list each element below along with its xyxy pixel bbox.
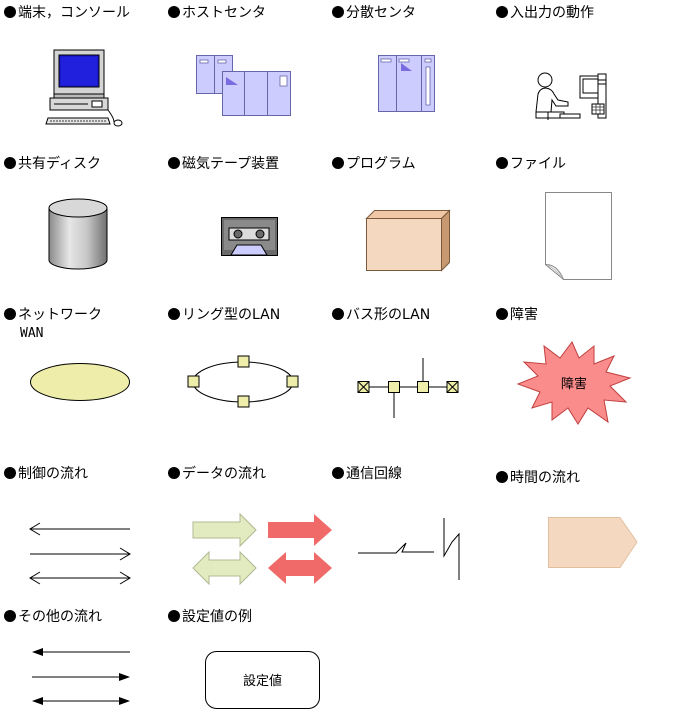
bullet-icon [4, 308, 16, 320]
bullet-icon [4, 157, 16, 169]
legend-shared-disk: 共有ディスク [4, 156, 101, 172]
distributed-center-icon [378, 55, 435, 112]
legend-comm-line: 通信回線 [332, 466, 402, 482]
bullet-icon [168, 467, 180, 479]
legend-network: ネットワーク [4, 307, 102, 323]
host-center-icon [196, 55, 291, 116]
terminal-console-icon [45, 49, 123, 127]
data-flow-arrows-icon [192, 512, 332, 586]
bullet-icon [168, 308, 180, 320]
time-flow-arrow-icon [548, 517, 638, 568]
network-wan-ellipse-icon [30, 363, 130, 401]
bullet-icon [332, 467, 344, 479]
legend-tape-device: 磁気テープ装置 [168, 156, 279, 172]
bullet-icon [4, 610, 16, 622]
setting-value-box-icon [205, 651, 320, 709]
legend-other-flow: その他の流れ [4, 609, 102, 625]
bullet-icon [332, 308, 344, 320]
bullet-icon [332, 157, 344, 169]
legend-time-flow: 時間の流れ [496, 470, 580, 486]
legend-host-center: ホストセンタ [168, 5, 266, 21]
bullet-icon [168, 6, 180, 18]
bullet-icon [496, 157, 508, 169]
legend-setting-example: 設定値の例 [168, 609, 252, 625]
person-operating-computer-icon [535, 72, 607, 120]
bullet-icon [332, 6, 344, 18]
legend-network-wan: WAN [20, 326, 44, 341]
legend-terminal: 端末，コンソール [4, 5, 130, 21]
legend-file: ファイル [496, 156, 566, 172]
bullet-icon [496, 471, 508, 483]
failure-badge-label: 障害 [560, 377, 587, 392]
other-flow-arrows-icon [32, 648, 130, 705]
bullet-icon [168, 610, 180, 622]
legend-data-flow: データの流れ [168, 466, 266, 482]
file-document-icon [545, 192, 612, 280]
setting-value-label: 設定値 [242, 674, 282, 689]
legend-failure: 障害 [496, 307, 538, 323]
magnetic-tape-icon [221, 217, 278, 256]
failure-burst-icon [516, 341, 632, 425]
ring-lan-icon [187, 355, 299, 408]
program-box-icon [365, 209, 451, 272]
legend-program: プログラム [332, 156, 416, 172]
bullet-icon [496, 6, 508, 18]
control-flow-arrows-icon [29, 522, 131, 585]
bus-lan-icon [357, 358, 459, 418]
legend-control-flow: 制御の流れ [4, 466, 88, 482]
legend-bus-lan: バス形のLAN [332, 307, 430, 323]
legend-io-operation: 入出力の動作 [496, 5, 594, 21]
legend-distributed-center: 分散センタ [332, 5, 416, 21]
communication-line-icon [358, 518, 460, 580]
bullet-icon [4, 6, 16, 18]
bullet-icon [168, 157, 180, 169]
shared-disk-icon [48, 198, 108, 270]
bullet-icon [496, 308, 508, 320]
legend-ring-lan: リング型のLAN [168, 307, 280, 323]
bullet-icon [4, 467, 16, 479]
